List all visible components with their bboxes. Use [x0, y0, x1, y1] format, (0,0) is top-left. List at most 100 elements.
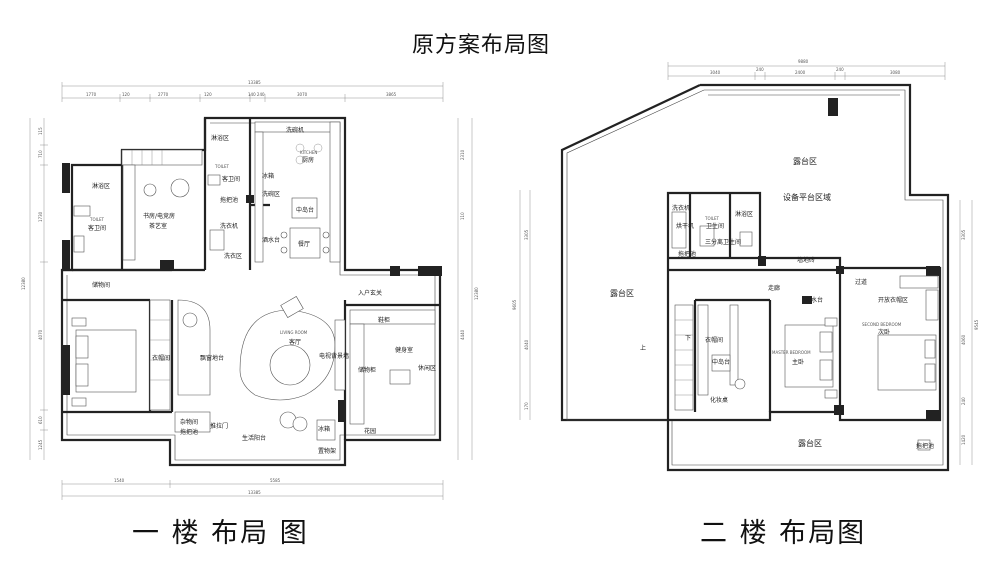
f2-dim-r3: 240 [961, 397, 966, 405]
floor2-top-dimensions: 9880 3040 240 2400 240 3080 [667, 59, 946, 80]
dim-right-total: 12380 [474, 287, 479, 300]
dim-right3: 4440 [460, 329, 465, 340]
f2-label-wardrobe: 开放衣帽区 [878, 296, 908, 304]
floor1-caption: 一 楼 布局 图 [132, 518, 309, 549]
f2-label-pool2: 拖把池 [916, 442, 934, 450]
dim-left5: 610 [38, 416, 43, 424]
dim-bottom1: 1540 [114, 478, 125, 483]
f2-dim-t5: 3080 [890, 70, 901, 75]
floor2-furniture [671, 211, 939, 451]
f2-label-toilet-en: TOILET [704, 216, 720, 221]
f2-dim-t2: 240 [756, 67, 764, 72]
floor2-caption: 二 楼 布局图 [700, 518, 867, 549]
page-title: 原方案布局图 [412, 33, 551, 58]
floor1-walls [60, 116, 442, 467]
floor2-walls [560, 83, 950, 472]
label-bath-area: 淋浴区 [211, 134, 229, 142]
f2-label-terrace-bottom: 露台区 [798, 438, 822, 448]
dim-left1: 115 [38, 127, 43, 135]
label-fridge: 冰箱 [262, 172, 274, 180]
floor1-right-dimensions: 12380 2310 110 4440 [457, 118, 479, 460]
dim-seg6: 3070 [297, 92, 308, 97]
dim-seg3: 2770 [158, 92, 169, 97]
label-wardrobe: 衣帽间 [152, 354, 170, 362]
floor1-labels: 淋浴区 TOILET 客卫间 拖把池 洗衣机 洗衣区 淋浴区 TOILET 客卫… [88, 126, 436, 455]
floor1-bottom-dimensions: 1540 5585 13385 [61, 478, 444, 500]
dim-left4: 4070 [38, 329, 43, 340]
label-kitchen: 厨房 [302, 156, 314, 164]
floor2-labels: 露台区 设备平台区域 洗衣机 烘干机 拖把池 TOILET 卫生间 淋浴区 三分… [610, 156, 934, 450]
f2-label-dryer: 烘干机 [676, 222, 694, 230]
f2-dim-r4: 1420 [961, 434, 966, 445]
f2-dim-l1: 3305 [524, 229, 529, 240]
f2-label-island: 中岛台 [712, 358, 730, 366]
f2-label-down: 下 [685, 335, 691, 342]
dim-left6: 1245 [38, 439, 43, 450]
label-living-en: LIVING ROOM [280, 330, 308, 335]
f2-label-wall-tile: 墙地砖 [797, 256, 815, 264]
f2-label-equip: 设备平台区域 [783, 192, 831, 202]
label-ice: 冰箱 [318, 425, 330, 433]
f2-dim-l3: 170 [524, 402, 529, 410]
label-toilet-en: TOILET [214, 164, 230, 169]
f2-label-master: 主卧 [792, 358, 804, 366]
label-gym: 健身室 [395, 346, 413, 354]
floor2-right-dimensions: 9545 3305 4060 240 1420 [959, 200, 979, 465]
label-dining: 餐厅 [298, 240, 310, 248]
dim-right1: 2310 [460, 149, 465, 160]
label-shoe: 鞋柜 [378, 316, 390, 324]
f2-label-tea: 茶水台 [805, 296, 823, 304]
label-mop2: 拖把池 [180, 428, 198, 436]
label-dishwasher: 洗碗机 [286, 126, 304, 134]
f2-dim-t1: 3040 [710, 70, 721, 75]
label-guest-toilet: 客卫间 [88, 224, 106, 232]
dim-left2: 710 [38, 150, 43, 158]
f2-dim-r2: 4060 [961, 334, 966, 345]
label-tea-room: 茶艺室 [149, 222, 167, 230]
floor1-furniture [71, 121, 436, 441]
label-bay: 飘窗地台 [200, 354, 224, 362]
dim-left3: 1730 [38, 211, 43, 222]
dim-right2: 110 [460, 212, 465, 220]
f2-dim-right-total: 9545 [974, 319, 979, 330]
floor1-plan: 13385 1770 120 2770 120 140 240 3070 386… [21, 80, 479, 500]
label-wash-area2: 洗碗区 [262, 190, 280, 198]
label-closet: 储物柜 [358, 366, 376, 374]
dim-seg5: 140 240 [248, 92, 265, 97]
f2-dim-t4: 240 [836, 67, 844, 72]
f2-label-master-en: MASTER BEDROOM [772, 350, 811, 355]
label-storage: 杂物间 [180, 418, 198, 426]
dim-bottom2: 5585 [270, 478, 281, 483]
label-mop-pool: 拖把池 [220, 196, 238, 204]
dim-seg1: 1770 [86, 92, 97, 97]
f2-label-three: 三分离卫生间 [705, 238, 741, 246]
floor1-left-dimensions: 12380 115 710 1730 4070 610 1245 [21, 118, 48, 460]
f2-label-up: 上 [640, 344, 646, 352]
floor1-top-dimensions: 13385 1770 120 2770 120 140 240 3070 386… [61, 80, 444, 102]
f2-dim-t3: 2400 [795, 70, 806, 75]
label-mid-table: 中岛台 [296, 206, 314, 214]
f2-label-terrace-left: 露台区 [610, 288, 634, 298]
label-toilet2-en: TOILET [89, 217, 105, 222]
dim-seg7: 3865 [386, 92, 397, 97]
f2-dim-r1: 3305 [961, 229, 966, 240]
f2-label-corridor2: 过道 [855, 278, 867, 286]
dim-left-total: 12380 [21, 277, 26, 290]
label-shelf: 置物架 [318, 447, 336, 455]
label-laundry: 洗衣机 [220, 222, 238, 230]
f2-label-laundry: 洗衣机 [672, 204, 690, 212]
label-drink: 酒水台 [262, 236, 280, 244]
label-kitchen-en: KITCHEN [300, 150, 317, 155]
f2-label-terrace-top: 露台区 [793, 156, 817, 166]
dim-total-top: 13385 [248, 80, 261, 85]
dim-seg4: 120 [204, 92, 212, 97]
label-entry: 入户玄关 [358, 289, 382, 297]
f2-dim-left-total: 9605 [512, 299, 517, 310]
f2-label-pool: 拖把池 [678, 250, 696, 258]
f2-label-makeup: 化妆桌 [710, 396, 728, 404]
label-door: 推拉门 [210, 422, 228, 430]
f2-label-walkin: 衣帽间 [705, 336, 723, 344]
label-wash-area: 洗衣区 [224, 252, 242, 260]
f2-label-shower: 淋浴区 [735, 210, 753, 218]
label-fridge-area: 淋浴区 [92, 182, 110, 190]
